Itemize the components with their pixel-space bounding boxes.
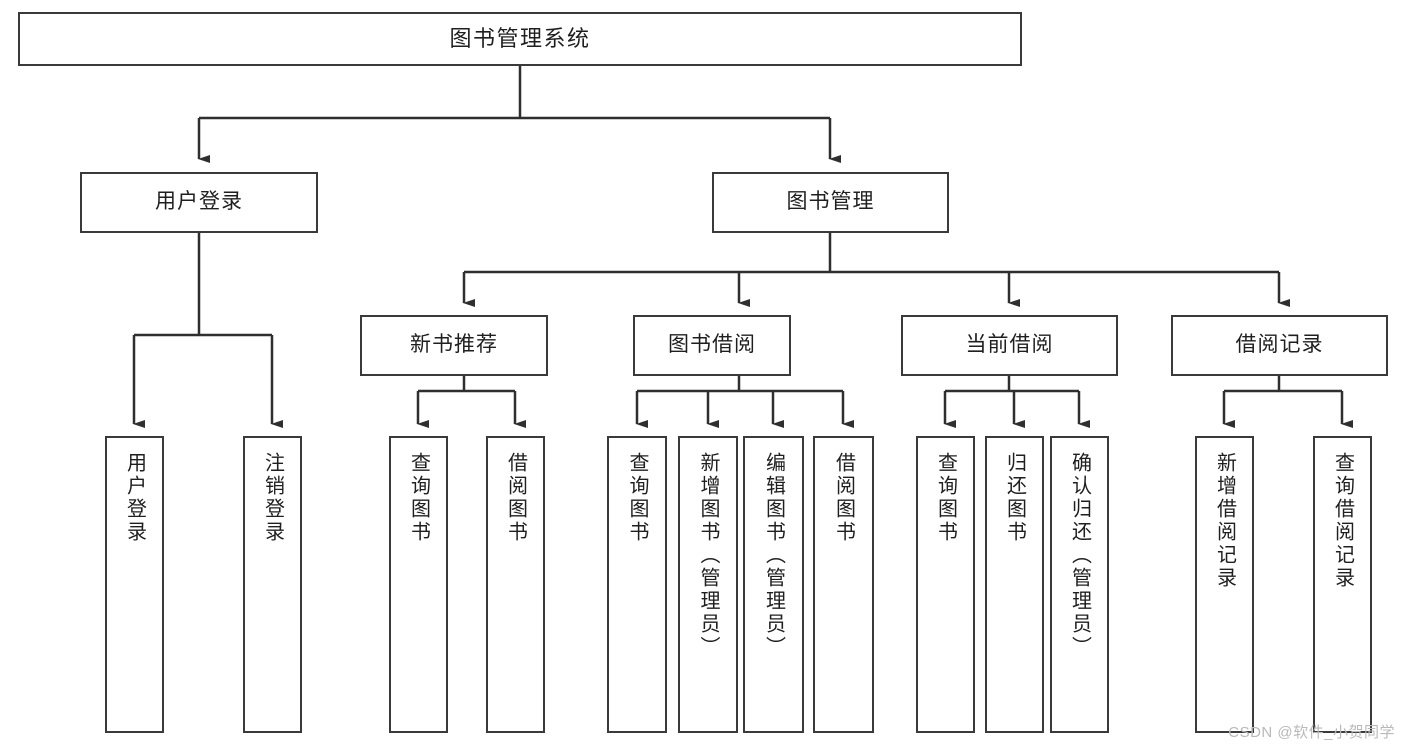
leaf-current-borrow-query[interactable]: 查询图书 [916,436,975,733]
node-new-book-recommend[interactable]: 新书推荐 [360,315,548,376]
node-borrow-records[interactable]: 借阅记录 [1171,315,1388,376]
leaf-book-borrow-query[interactable]: 查询图书 [607,436,667,733]
node-label: 归还图书 [1003,452,1026,544]
node-user-login[interactable]: 用户登录 [80,172,318,233]
leaf-new-book-query[interactable]: 查询图书 [389,436,448,733]
leaf-user-login-logout[interactable]: 注销登录 [243,436,302,733]
node-label: 图书管理系统 [449,26,591,52]
node-current-borrow[interactable]: 当前借阅 [901,315,1118,376]
node-label: 查询图书 [934,452,957,544]
node-label: 确认归还（管理员） [1068,452,1091,659]
node-label: 新书推荐 [410,333,498,357]
node-book-management[interactable]: 图书管理 [712,172,949,233]
leaf-user-login-login[interactable]: 用户登录 [105,436,164,733]
leaf-book-borrow-edit-admin[interactable]: 编辑图书（管理员） [743,436,804,733]
node-label: 查询借阅记录 [1331,452,1354,590]
leaf-current-borrow-return[interactable]: 归还图书 [985,436,1044,733]
node-label: 查询图书 [626,452,648,544]
node-label: 新增借阅记录 [1213,452,1236,590]
leaf-new-book-borrow[interactable]: 借阅图书 [486,436,545,733]
csdn-watermark: CSDN @软件_小贺同学 [1228,724,1395,741]
leaf-book-borrow-borrow[interactable]: 借阅图书 [813,436,874,733]
node-root-book-management-system[interactable]: 图书管理系统 [18,12,1022,66]
node-label: 借阅图书 [832,452,855,544]
leaf-book-borrow-add-admin[interactable]: 新增图书（管理员） [678,436,738,733]
node-label: 借阅图书 [504,452,527,544]
node-label: 查询图书 [407,452,430,544]
leaf-borrow-records-query[interactable]: 查询借阅记录 [1313,436,1372,733]
node-label: 新增图书（管理员） [697,452,719,659]
node-label: 当前借阅 [965,333,1054,357]
node-label: 图书管理 [786,190,875,214]
leaf-borrow-records-add[interactable]: 新增借阅记录 [1195,436,1254,733]
node-label: 用户登录 [155,190,243,214]
node-label: 编辑图书（管理员） [762,452,785,659]
node-book-borrow[interactable]: 图书借阅 [633,315,791,376]
node-label: 注销登录 [261,452,284,544]
leaf-current-borrow-confirm-admin[interactable]: 确认归还（管理员） [1050,436,1109,733]
node-label: 用户登录 [123,452,146,544]
node-label: 图书借阅 [668,333,756,357]
node-label: 借阅记录 [1235,333,1324,357]
